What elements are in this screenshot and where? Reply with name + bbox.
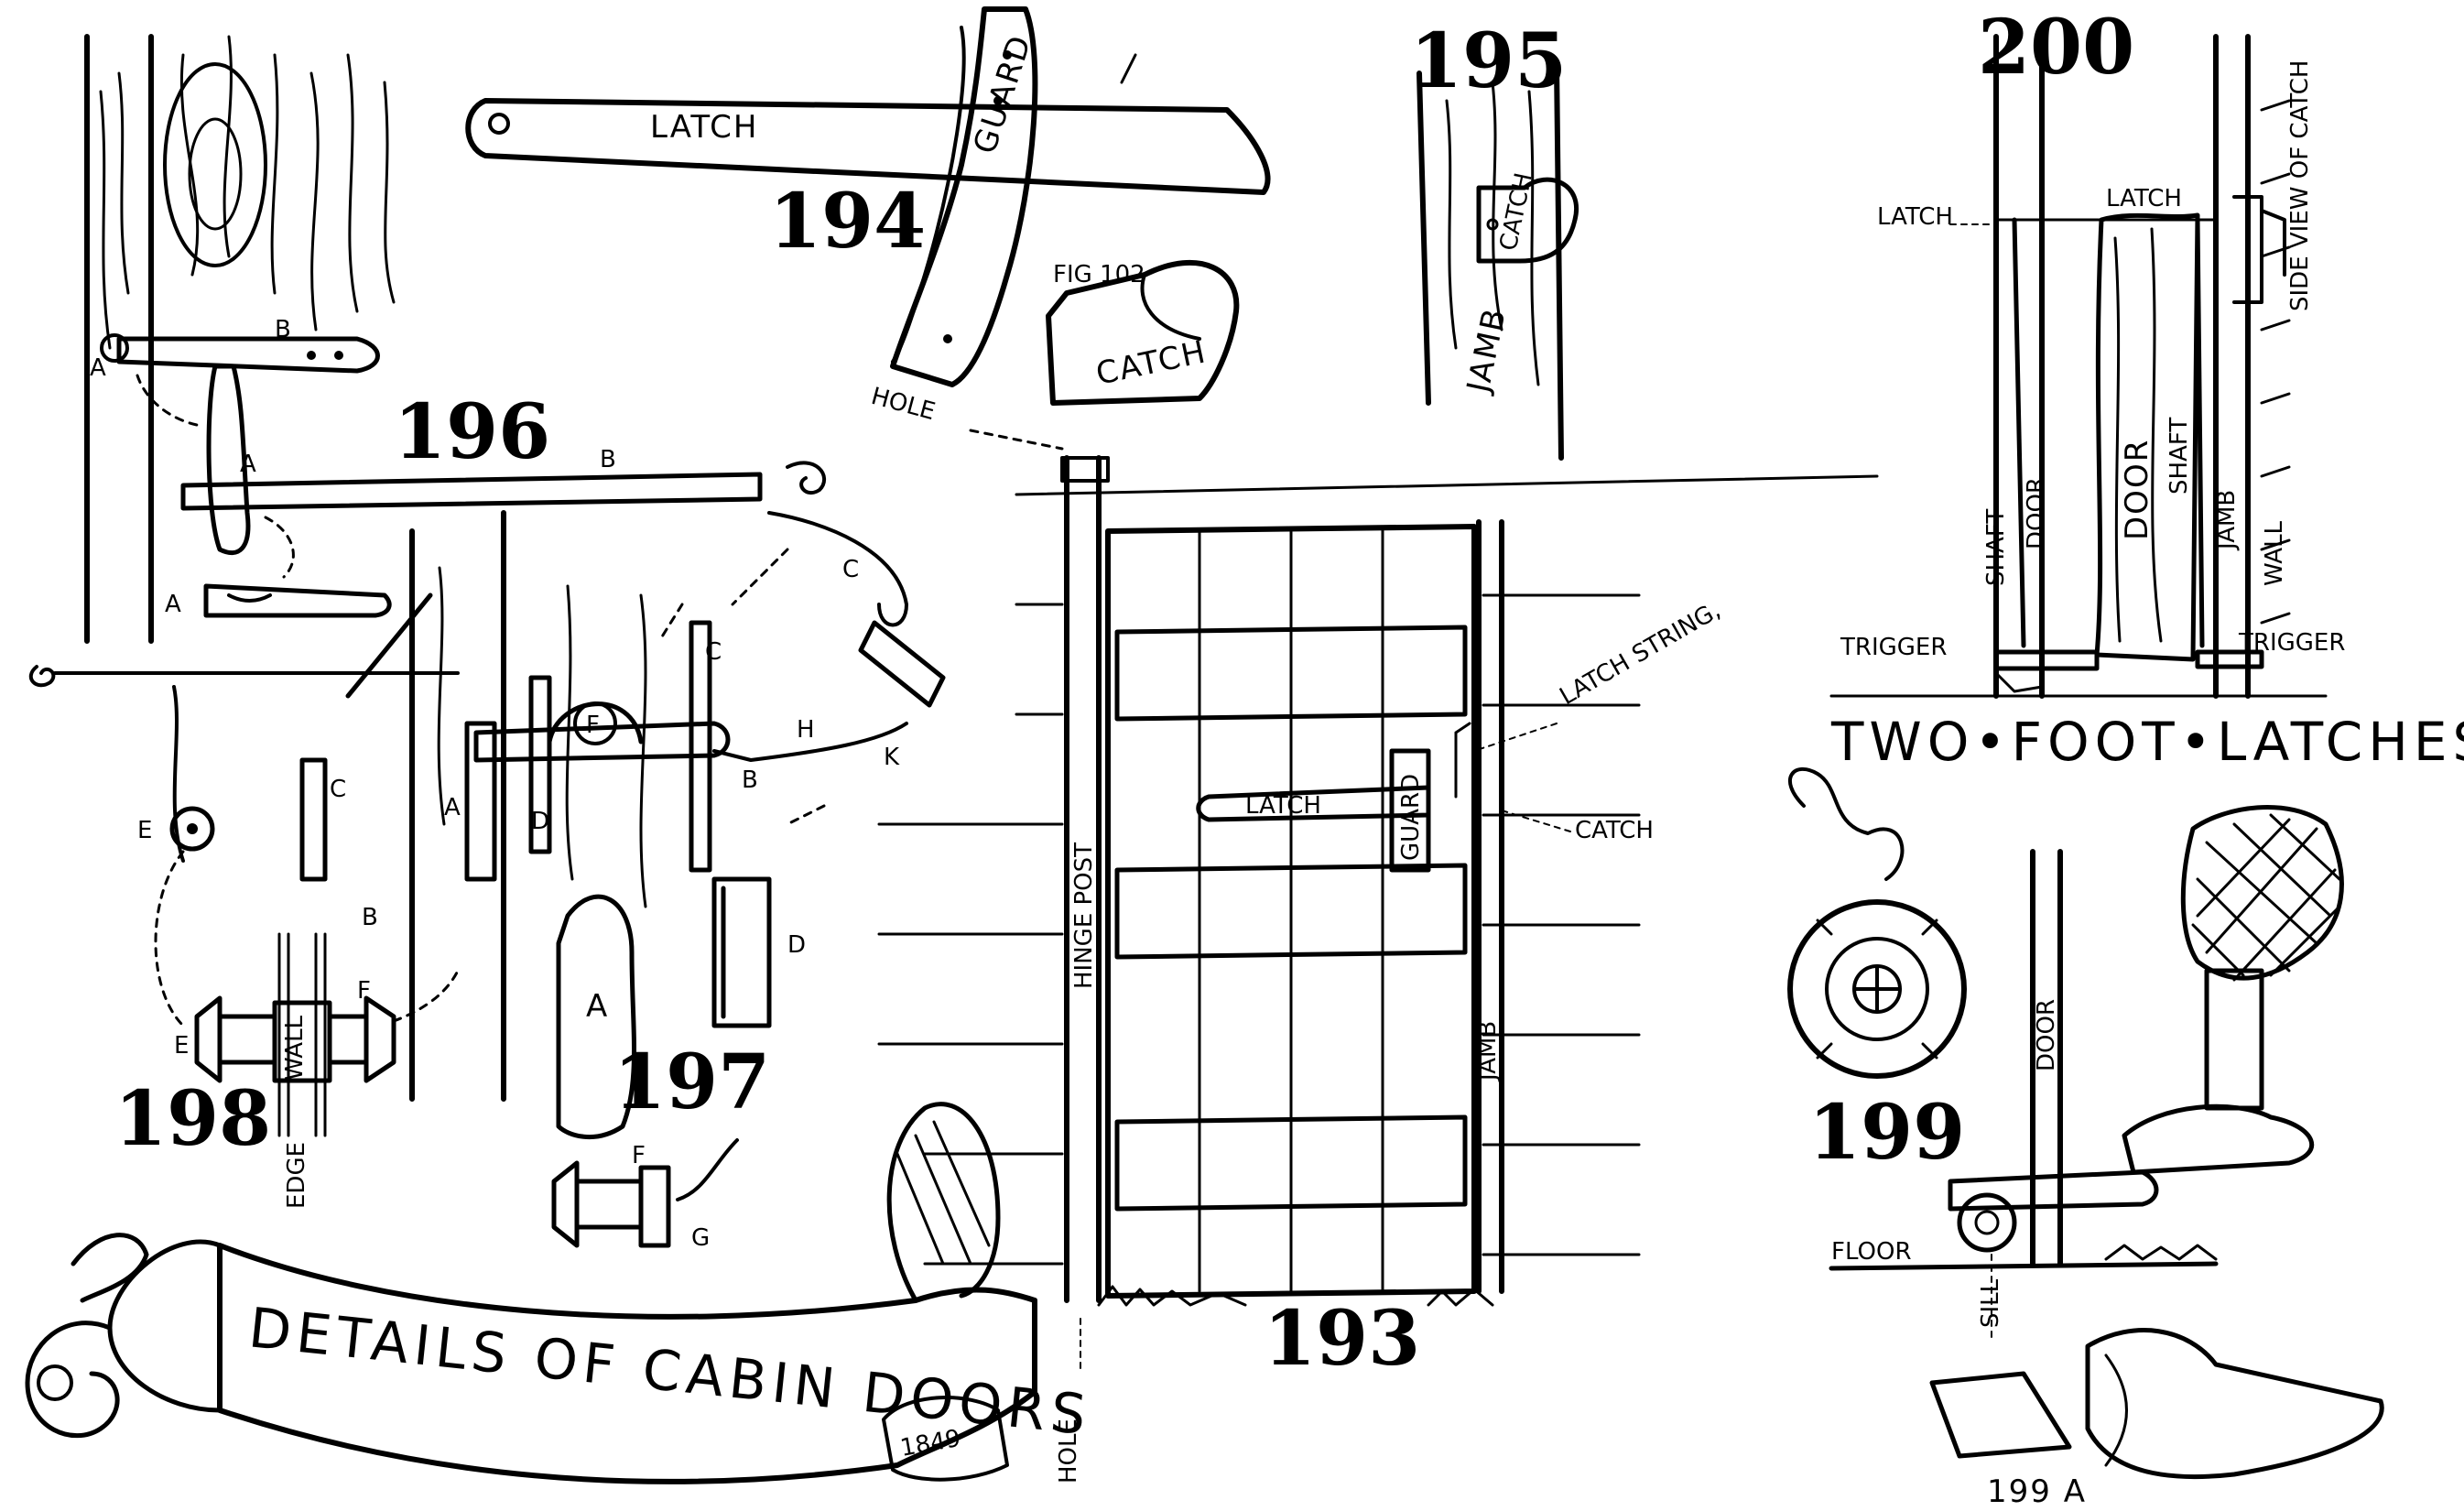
label-latch-string: LATCH STRING, bbox=[1556, 596, 1726, 711]
figure-number-199a: 199 A bbox=[1987, 1473, 2087, 1510]
figure-200-two-foot-latches: 200 LATCH LATCH SIDE VIEW OF CATCH SHAFT… bbox=[1829, 4, 2464, 773]
figure-number-200: 200 bbox=[1978, 4, 2134, 92]
label-trigger-200-left: TRIGGER bbox=[1840, 634, 1947, 661]
figure-number-199: 199 bbox=[1808, 1089, 1965, 1177]
label-jamb-195: JAMB bbox=[1460, 304, 1514, 397]
label-k-197: K bbox=[884, 744, 900, 771]
label-c-197-left: C bbox=[330, 776, 346, 803]
label-hole-top: HOLE bbox=[868, 383, 938, 426]
figure-195-jamb-catch: 195 CATCH JAMB bbox=[1410, 17, 1579, 461]
label-a-197-hasp: A bbox=[586, 988, 609, 1025]
label-a-upper: A bbox=[90, 354, 106, 382]
label-a-197-left: A bbox=[444, 794, 461, 821]
label-fig-102: FIG 102 bbox=[1053, 261, 1145, 288]
figure-number-194: 194 bbox=[769, 178, 926, 266]
label-c-crank: C bbox=[842, 556, 859, 583]
caption-two-foot-latches: TWO•FOOT•LATCHES bbox=[1830, 711, 2464, 773]
figure-number-193: 193 bbox=[1264, 1295, 1420, 1383]
label-shaft-200-right: SHAFT bbox=[2165, 418, 2193, 495]
label-catch-194: CATCH bbox=[1093, 333, 1210, 393]
figure-198-spool: E E F B WALL EDGE 198 bbox=[114, 685, 460, 1209]
label-door-199: DOOR bbox=[2033, 999, 2060, 1071]
figure-number-195: 195 bbox=[1410, 17, 1567, 105]
label-b-upper: B bbox=[275, 316, 291, 343]
label-edge-198: EDGE bbox=[283, 1142, 310, 1209]
label-f-197-center: F bbox=[586, 712, 600, 739]
label-jamb-193: JAMB bbox=[1474, 1021, 1502, 1082]
label-e-198-upper: E bbox=[137, 817, 152, 844]
label-latch-200-right: LATCH bbox=[2106, 185, 2182, 212]
label-a-hasp: A bbox=[240, 451, 256, 478]
label-door-200-center: DOOR bbox=[2119, 439, 2155, 540]
label-f-spool: F bbox=[632, 1142, 646, 1169]
label-c-197: C bbox=[705, 638, 722, 666]
label-catch-193: CATCH bbox=[1575, 817, 1654, 844]
figure-194-latch-guard: LATCH GUARD 194 FIG 102 CATCH HOLE bbox=[465, 6, 1271, 451]
label-b-197: B bbox=[742, 766, 758, 794]
label-side-view-catch: SIDE VIEW OF CATCH bbox=[2286, 60, 2314, 311]
label-latch-200-left: LATCH bbox=[1877, 203, 1953, 231]
label-guard-193: GUARD bbox=[1397, 774, 1425, 861]
figure-number-197: 197 bbox=[613, 1038, 770, 1126]
label-floor-199: FLOOR bbox=[1831, 1238, 1912, 1266]
label-jamb-200: JAMB bbox=[2213, 490, 2241, 551]
label-g-spool: G bbox=[691, 1224, 710, 1252]
label-hinge-post: HINGE POST bbox=[1070, 842, 1098, 989]
label-b-long: B bbox=[600, 446, 616, 473]
label-shaft-200-left: SHAFT bbox=[1982, 509, 2010, 586]
label-wall-198: WALL bbox=[281, 1015, 309, 1081]
figure-199-foot-latch: 199 DOOR FLOOR SILL 199 A bbox=[1787, 767, 2384, 1510]
label-latch-193: LATCH bbox=[1245, 792, 1321, 820]
label-h-197: H bbox=[797, 716, 815, 744]
figure-197-latch-assembly: F C D A A B H K C C D 197 F G bbox=[299, 510, 946, 1252]
label-door-200-left: DOOR bbox=[2023, 477, 2050, 549]
label-d-197: D bbox=[531, 808, 549, 835]
label-e-198: E bbox=[174, 1032, 189, 1060]
label-a-lower: A bbox=[165, 591, 181, 618]
label-latch-194: LATCH bbox=[650, 109, 758, 146]
figure-number-196: 196 bbox=[394, 388, 550, 476]
label-f-198: F bbox=[357, 977, 371, 1005]
label-wall-200: WALL bbox=[2261, 520, 2288, 586]
figure-number-198: 198 bbox=[114, 1075, 271, 1163]
figure-196-latch: B A A B 196 A bbox=[28, 34, 826, 688]
label-b-198: B bbox=[362, 904, 378, 931]
designer-seal bbox=[1787, 767, 1967, 1079]
label-hole-bottom: HOLE bbox=[1055, 1419, 1082, 1484]
figure-193-cabin-door: HINGE POST JAMB LATCH GUARD LATCH STRING… bbox=[877, 455, 1879, 1484]
label-trigger-200-right: TRIGGER bbox=[2238, 629, 2345, 657]
label-d-bracket: D bbox=[787, 931, 806, 959]
